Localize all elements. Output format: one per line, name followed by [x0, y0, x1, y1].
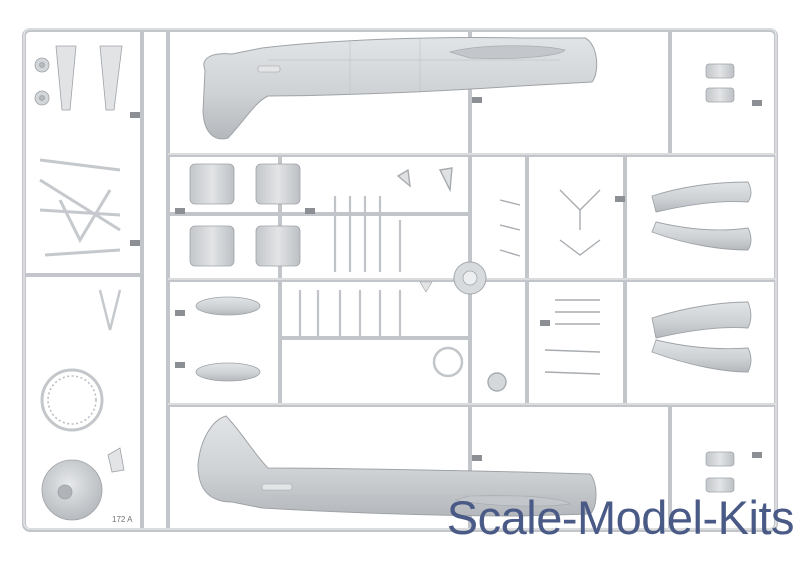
watermark-text: Scale-Model-Kits — [446, 491, 795, 544]
misc-parts — [396, 167, 601, 392]
sprue-frame — [22, 28, 778, 532]
part-tags — [130, 97, 762, 461]
small-tubes — [705, 63, 735, 493]
left-column-parts — [34, 45, 125, 521]
sprue-label: 172 A — [112, 515, 133, 524]
rod-parts — [298, 196, 402, 336]
fuselage-bottom — [197, 415, 597, 517]
nacelles — [651, 181, 752, 373]
center-hub — [419, 261, 487, 295]
cowl-panels — [189, 163, 301, 267]
fuselage-top — [202, 36, 598, 140]
drop-tanks — [195, 296, 261, 382]
